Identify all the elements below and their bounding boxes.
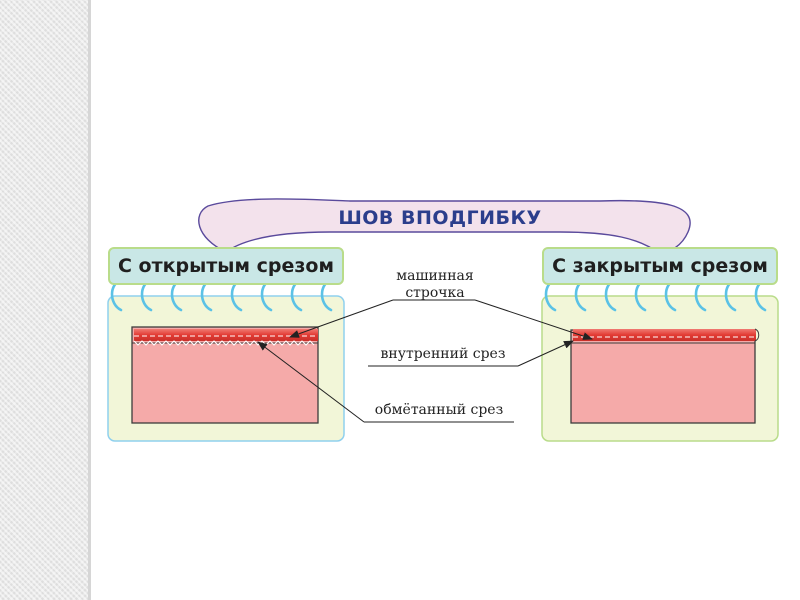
annotation-pointers <box>257 299 593 423</box>
decorative-side-strip <box>0 0 88 600</box>
diagram-title: ШОВ ВПОДГИБКУ <box>338 207 542 229</box>
left-header: С открытым срезом <box>108 247 344 285</box>
annotation-inner-edge: внутренний срез <box>380 346 506 362</box>
left-fabric <box>131 326 319 424</box>
right-fabric <box>570 328 760 424</box>
title-banner <box>198 198 691 255</box>
side-strip-edge <box>88 0 91 600</box>
annotation-machine-stitch-line2: строчка <box>405 285 465 301</box>
annotation-machine-stitch: машинная строчка <box>390 268 480 302</box>
right-header: С закрытым срезом <box>542 247 778 285</box>
annotation-overcast-edge: обмётанный срез <box>374 402 504 418</box>
annotation-machine-stitch-line1: машинная <box>396 268 474 284</box>
